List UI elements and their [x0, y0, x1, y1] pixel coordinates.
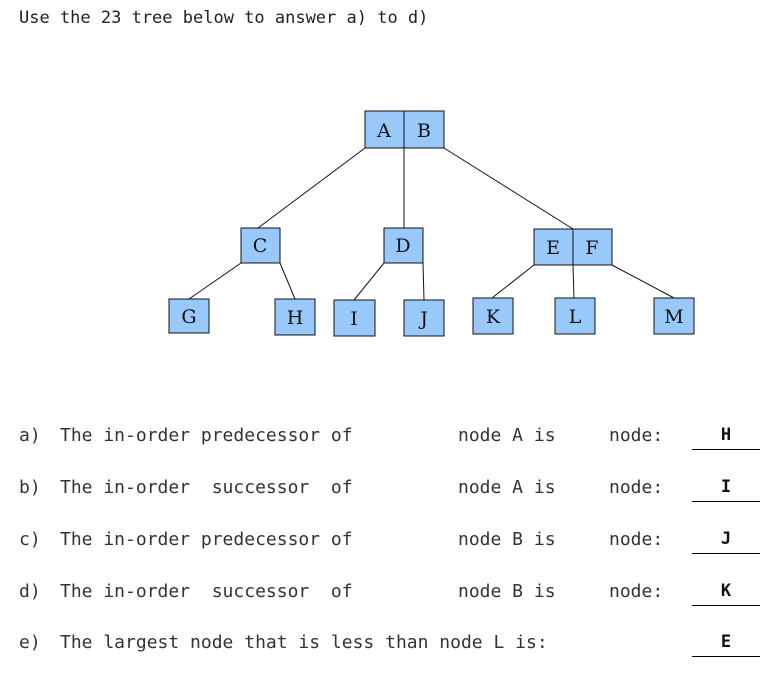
- answer-field: I: [692, 477, 760, 502]
- node-box-e: [533, 228, 574, 266]
- node-box-j: [403, 299, 445, 337]
- question-node-label: node:: [609, 529, 664, 550]
- node-label-e: E: [546, 237, 560, 259]
- question-row: b) The in-order successor of node A is n…: [19, 477, 663, 582]
- question-row: e) The largest node that is less than no…: [19, 632, 548, 695]
- question-letter: a): [19, 425, 41, 446]
- node-label-f: F: [585, 237, 598, 259]
- node-label-i: I: [350, 308, 358, 330]
- node-label-a: A: [376, 120, 391, 142]
- answer-field: J: [692, 529, 760, 554]
- answer-field: K: [692, 581, 760, 606]
- tree-nodes: [168, 110, 695, 337]
- node-box-d: [383, 227, 424, 264]
- edge-ab-ef: [443, 147, 574, 230]
- node-box-l: [554, 297, 596, 335]
- question-node-label: node:: [609, 425, 664, 446]
- node-label-k: K: [486, 306, 501, 328]
- question-letter: e): [19, 632, 41, 653]
- instructions-text: Use the 23 tree below to answer a) to d): [19, 8, 429, 28]
- question-text: The in-order successor of: [60, 477, 353, 498]
- answer-field: H: [692, 425, 760, 450]
- question-node-label: node:: [609, 477, 664, 498]
- edge-c-h: [279, 262, 296, 300]
- question-node: node B is: [458, 581, 556, 602]
- edge-d-i: [353, 262, 385, 301]
- node-label-j: J: [418, 308, 428, 330]
- edge-ef-l: [572, 264, 575, 299]
- node-label-l: L: [569, 306, 582, 328]
- node-box-g: [168, 298, 210, 334]
- tree-node-labels: A B C D E F G H I J K L M: [181, 120, 683, 330]
- node-box-m: [653, 297, 695, 335]
- question-node-label: node:: [609, 581, 664, 602]
- edge-c-g: [188, 262, 242, 300]
- question-letter: c): [19, 529, 41, 550]
- node-box-c: [240, 227, 281, 264]
- edge-ef-k: [491, 264, 535, 299]
- node-box-k: [472, 297, 514, 335]
- edge-d-j: [422, 262, 425, 301]
- question-node: node A is: [458, 477, 556, 498]
- node-box-h: [274, 298, 316, 336]
- edge-ef-m: [611, 264, 675, 299]
- node-label-g: G: [181, 306, 196, 328]
- question-node: node B is: [458, 529, 556, 550]
- node-box-f: [572, 228, 613, 266]
- node-label-c: C: [253, 235, 268, 257]
- question-text: The in-order successor of: [60, 581, 353, 602]
- node-box-a: [364, 110, 405, 149]
- question-letter: d): [19, 581, 41, 602]
- two-three-tree-diagram: A B C D E F G H I J K L M: [168, 110, 695, 337]
- question-text: The largest node that is less than node …: [60, 632, 548, 653]
- node-box-i: [333, 299, 376, 337]
- node-label-b: B: [417, 120, 431, 142]
- question-row: d) The in-order successor of node B is n…: [19, 581, 663, 686]
- question-letter: b): [19, 477, 41, 498]
- question-row: a) The in-order predecessor of node A is…: [19, 425, 663, 530]
- question-node: node A is: [458, 425, 556, 446]
- node-label-h: H: [287, 307, 304, 329]
- edge-ab-c: [257, 147, 366, 229]
- question-text: The in-order predecessor of: [60, 529, 353, 550]
- question-row: c) The in-order predecessor of node B is…: [19, 529, 663, 634]
- answer-field: E: [692, 632, 760, 657]
- node-box-b: [403, 110, 445, 149]
- question-text: The in-order predecessor of: [60, 425, 353, 446]
- tree-edges: [188, 147, 675, 301]
- node-label-d: D: [395, 235, 410, 257]
- node-label-m: M: [664, 306, 683, 328]
